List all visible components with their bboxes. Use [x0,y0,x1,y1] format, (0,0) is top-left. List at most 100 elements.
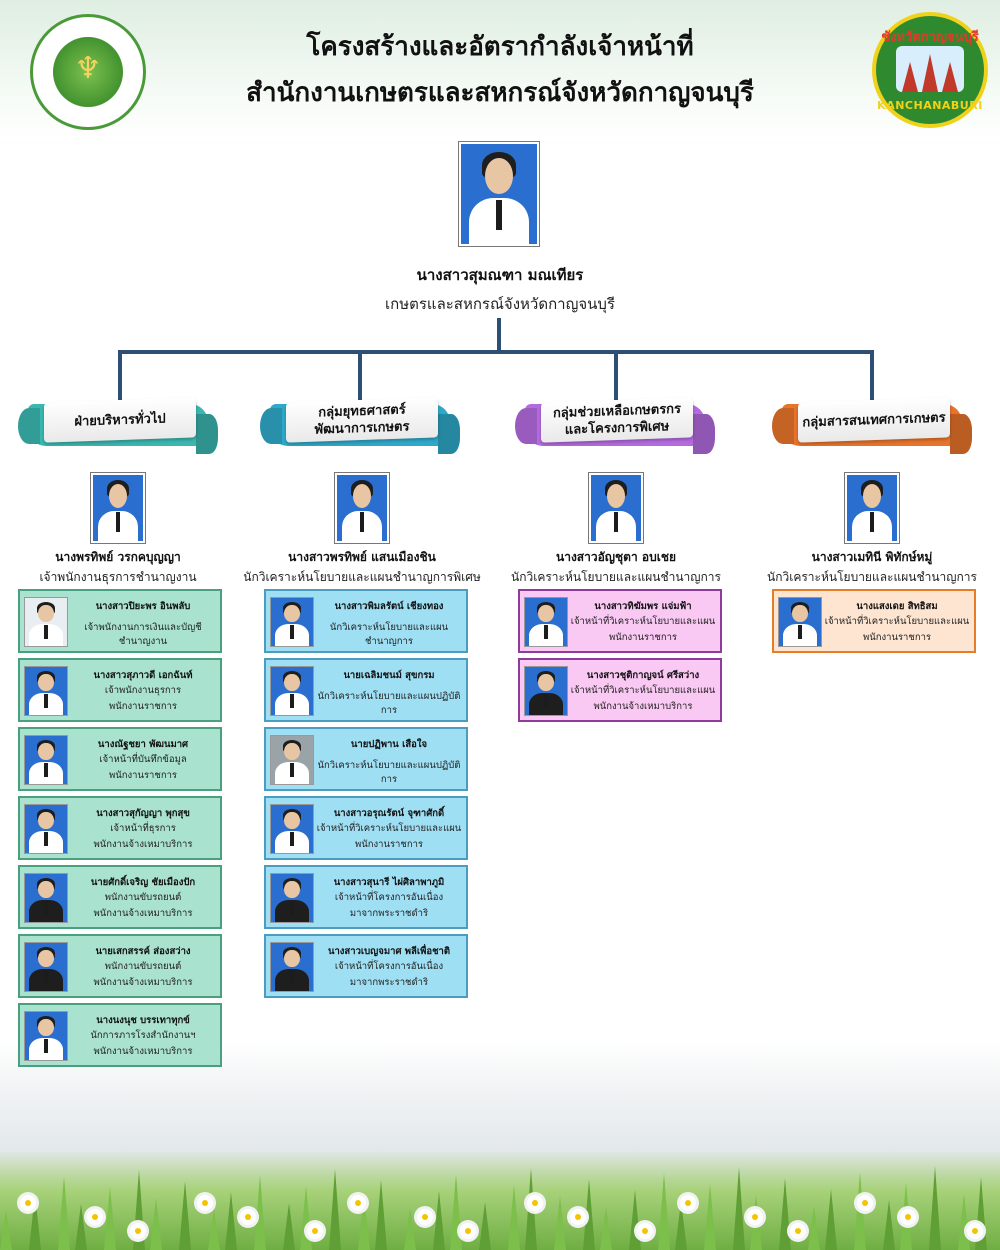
group-ribbon: กลุ่มสารสนเทศการเกษตร [772,397,972,454]
connector-horizontal [118,350,874,354]
member-photo [270,873,314,923]
member-name: นายเฉลิมชนม์ สุขกรม [343,670,435,681]
member-status: พนักงานจ้างเหมาบริการ [93,839,193,850]
member-card: นางสาวชุติกาญจน์ ศรีสว่างเจ้าหน้าที่วิเค… [518,658,722,722]
member-role: พนักงานขับรถยนต์ [104,961,182,972]
member-card: นางนงนุช บรรเทาทุกข์นักการภารโรงสำนักงาน… [18,1003,222,1067]
member-role: นักวิเคราะห์นโยบายและแผนปฏิบัติการ [317,691,461,716]
group-head-photo [91,473,145,543]
grass-blade [658,1173,670,1250]
flower-icon [527,1195,543,1211]
member-name: นายปฏิพาน เสือใจ [350,739,428,750]
flower-icon [570,1209,586,1225]
grass-blade [929,1166,941,1250]
ribbon-curl [772,408,794,444]
member-card: นางสาวเบญจมาศ พลีเพื่อชาติเจ้าหน้าที่โคร… [264,934,468,998]
ribbon-curl [18,408,40,444]
connector-branch-4 [870,350,874,400]
member-name: นายเสกสรรค์ ส่องสว่าง [95,946,191,957]
member-name: นางณัฐชยา พัฒนมาศ [97,739,189,750]
grass-blade [329,1169,341,1250]
grass-blade [629,1190,641,1250]
member-name: นางนงนุช บรรเทาทุกข์ [96,1015,190,1026]
member-card: นางสาวสุนารี ไผ่ศิลาพาภูมิเจ้าหน้าที่โคร… [264,865,468,929]
member-status: พนักงานราชการ [608,632,678,643]
member-photo [270,735,314,785]
member-card: นายปฏิพาน เสือใจนักวิเคราะห์นโยบายและแผน… [264,727,468,791]
flower-icon [680,1195,696,1211]
member-name: นางสาวเบญจมาศ พลีเพื่อชาติ [327,946,451,957]
grass-blade [808,1206,820,1250]
grass-blade [375,1180,387,1250]
flower-icon [20,1195,36,1211]
group-ribbon: กลุ่มช่วยเหลือเกษตรกร และโครงการพิเศษ [515,397,715,454]
group-head-name: นางพรทิพย์ วรกคบุญญา [55,550,181,564]
member-status: พนักงานราชการ [862,632,932,643]
province-logo: ชังหวัดกาญจนบุรี KANCHANABURI [872,12,988,128]
member-status: พนักงานจ้างเหมาบริการ [593,701,693,712]
connector-branch-2 [358,350,362,400]
member-photo [24,873,68,923]
member-status: พนักงานราชการ [354,839,424,850]
member-role: เจ้าหน้าที่บันทึกข้อมูล [99,754,187,765]
member-status: พนักงานจ้างเหมาบริการ [93,1046,193,1057]
flower-icon [637,1223,653,1239]
member-photo [24,1011,68,1061]
member-role: นักวิเคราะห์นโยบายและแผนปฏิบัติการ [317,760,461,785]
connector-branch-1 [118,350,122,400]
ribbon-tail [196,414,218,454]
member-name: นางแสงเดย สิทธิสม [856,601,938,612]
member-name: นางสาวชุติกาญจน์ ศรีสว่าง [586,670,700,681]
group-head-name: นางสาวพรทิพย์ แสนเมืองชิน [288,550,436,564]
group-ribbon: ฝ่ายบริหารทั่วไป [18,397,218,454]
member-name: นายศักดิ์เจริญ ชัยเมืองปัก [90,877,196,888]
page-title-line-1: โครงสร้างและอัตรากำลังเจ้าหน้าที่ [306,32,694,62]
member-role: เจ้าหน้าที่ธุรการ [110,823,176,834]
member-photo [778,597,822,647]
group-label: ฝ่ายบริหารทั่วไป [44,397,196,443]
member-name: นางสาวทิฆัมพร แจ่มฟ้า [594,601,692,612]
member-card: นางสาวสุภาวดี เอกฉันท์เจ้าพนักงานธุรการพ… [18,658,222,722]
flower-icon [967,1223,983,1239]
member-role: นักวิเคราะห์นโยบายและแผนชำนาญการ [329,622,449,647]
ribbon-tail [950,414,972,454]
grass-blade [104,1187,116,1250]
member-role: เจ้าหน้าที่วิเคราะห์นโยบายและแผน [824,616,970,627]
flower-icon [197,1195,213,1211]
member-photo [24,597,68,647]
member-photo [24,666,68,716]
member-card: นางสาวพิมลรัตน์ เชียงทองนักวิเคราะห์นโยบ… [264,589,468,653]
flower-icon [307,1223,323,1239]
member-card: นางสาวสุกัญญา พุกสุขเจ้าหน้าที่ธุรการพนั… [18,796,222,860]
group-head-photo [335,473,389,543]
flower-icon [130,1223,146,1239]
ribbon-tail [693,414,715,454]
ministry-emblem-icon [53,37,123,107]
header-band [0,0,1000,140]
member-card: นายศักดิ์เจริญ ชัยเมืองปักพนักงานขับรถยน… [18,865,222,929]
flower-icon [460,1223,476,1239]
group-head-name: นางสาวเมทินี พิทักษ์หมู่ [811,550,933,564]
ribbon-curl [260,408,282,444]
grass-blade [404,1208,416,1250]
grass-blade [254,1175,266,1250]
member-photo [524,597,568,647]
member-name: นางสาวสุกัญญา พุกสุข [96,808,190,819]
grass-blade [179,1181,191,1250]
grass-blade [150,1198,162,1250]
grass-blade [554,1196,566,1250]
group-head-photo [589,473,643,543]
grass-blade [779,1178,791,1250]
member-photo [270,597,314,647]
grass-blade [600,1207,612,1250]
grass-blade [854,1172,866,1250]
ribbon-curl [515,408,537,444]
ministry-logo: ♆ [30,14,146,130]
grass-blade [0,1210,12,1250]
group-head-name: นางสาวอัญชุตา อบเชย [556,550,676,564]
member-role: เจ้าพนักงานธุรการ [104,685,182,696]
member-status: พนักงานราชการ [108,770,178,781]
member-role: นักการภารโรงสำนักงานฯ [90,1030,196,1041]
connector-branch-3 [614,350,618,400]
member-photo [270,666,314,716]
